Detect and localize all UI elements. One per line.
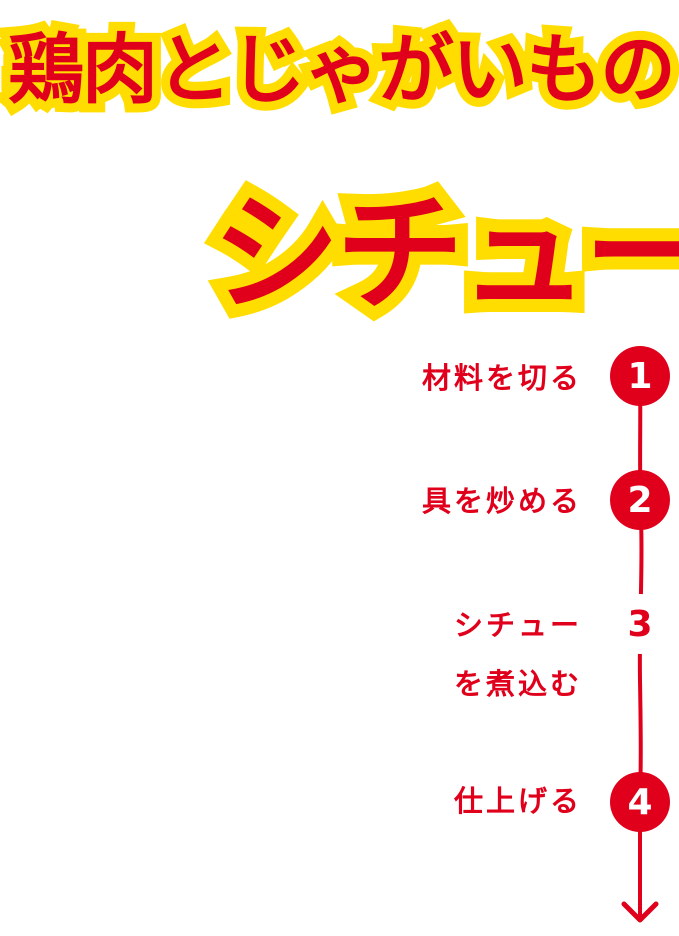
step-2-label: 具を炒める (421, 484, 582, 518)
step-1-label: 材料を切る (421, 361, 582, 395)
title-line-1: 鶏肉とじゃがいもの (0, 16, 679, 123)
step-3-number: 3 (610, 594, 670, 654)
step-1-number-badge: 1 (610, 346, 670, 406)
arrow-down-icon (621, 901, 659, 923)
title-line-2: シチュー (199, 167, 679, 342)
step-2-number-badge: 2 (610, 470, 670, 530)
step-4-number-badge: 4 (610, 772, 670, 832)
step-3-label-line-2: を煮込む (453, 667, 582, 701)
step-3-label: シチュー (453, 608, 582, 642)
step-4-label: 仕上げる (453, 784, 582, 818)
